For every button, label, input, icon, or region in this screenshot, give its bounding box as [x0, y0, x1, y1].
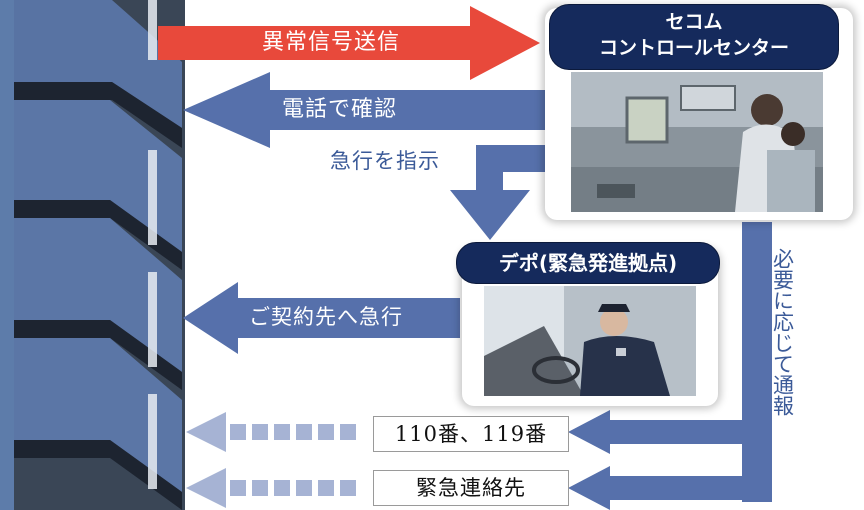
notify-side-label: 必要に応じて通報: [770, 248, 795, 416]
notify-target-police-fire: 110番、119番: [373, 416, 569, 452]
building-balconies: [14, 0, 182, 510]
instruct-arrow: [450, 145, 548, 240]
control-center-card: セコム コントロールセンター: [545, 4, 853, 220]
rush-arrow: [183, 282, 460, 354]
control-center-line2: コントロールセンター: [598, 37, 789, 59]
notify-dashed-arrows: [186, 412, 356, 508]
control-center-title: セコム コントロールセンター: [549, 4, 839, 70]
notify-target-emergency-contact: 緊急連絡先: [373, 470, 569, 506]
signal-label: 異常信号送信: [262, 30, 401, 55]
rush-label: ご契約先へ急行: [249, 305, 403, 329]
signal-arrow: [158, 6, 540, 80]
notify-bracket: [568, 222, 772, 510]
depot-photo: [484, 286, 696, 396]
control-center-photo: [571, 72, 823, 212]
depot-card: デポ(緊急発進拠点): [456, 242, 720, 406]
phone-arrow: [183, 72, 548, 148]
instruct-label: 急行を指示: [330, 149, 440, 173]
depot-title: デポ(緊急発進拠点): [456, 242, 720, 284]
phone-label: 電話で確認: [282, 97, 398, 122]
control-center-line1: セコム: [665, 11, 723, 33]
